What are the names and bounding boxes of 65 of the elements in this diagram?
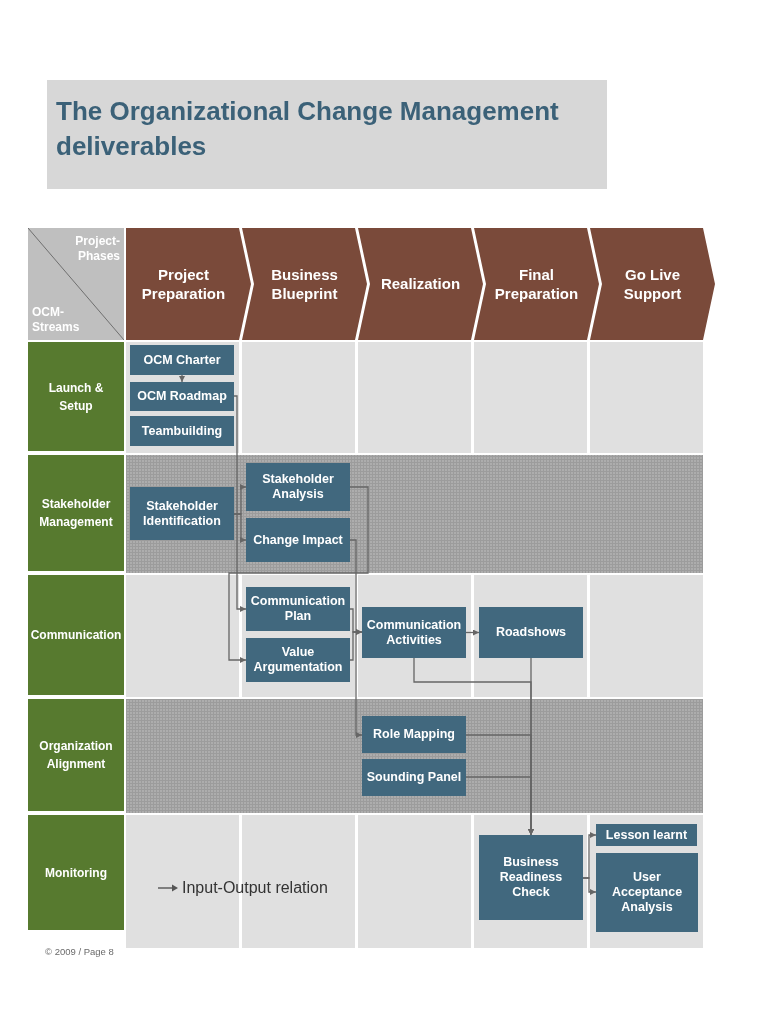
phase-header bbox=[358, 228, 483, 340]
phase-label: Go Live Support bbox=[622, 264, 683, 304]
deliverable-label: Business Readiness Check bbox=[498, 855, 564, 900]
connector-arrow bbox=[465, 776, 534, 836]
phase-header bbox=[474, 228, 599, 340]
stream-label: Launch & Setup bbox=[47, 379, 105, 415]
deliverable-box bbox=[246, 638, 350, 682]
stream-lane-header bbox=[28, 455, 124, 573]
deliverable-box bbox=[246, 518, 350, 562]
legend-label: Input-Output relation bbox=[182, 879, 328, 897]
deliverable-label: Lesson learnt bbox=[605, 827, 688, 843]
deliverable-label: User Acceptance Analysis bbox=[610, 870, 684, 915]
connector-arrow bbox=[233, 513, 247, 543]
deliverable-box bbox=[246, 463, 350, 511]
stream-lane-header bbox=[28, 815, 124, 932]
stream-label: Communication bbox=[30, 627, 122, 644]
deliverable-box bbox=[130, 345, 234, 375]
deliverable-label: Role Mapping bbox=[373, 727, 455, 742]
phase-label: Project Preparation bbox=[140, 264, 227, 304]
deliverable-label: Sounding Panel bbox=[366, 770, 462, 785]
deliverable-label: Value Argumentation bbox=[252, 645, 344, 675]
phase-label: Final Preparation bbox=[493, 264, 580, 304]
footer-note: © 2009 / Page 8 bbox=[45, 946, 114, 957]
phase-header bbox=[126, 228, 251, 340]
stream-lane-header bbox=[28, 342, 124, 453]
stream-lane-header bbox=[28, 575, 124, 697]
connector-arrow bbox=[582, 877, 597, 895]
deliverable-box bbox=[130, 416, 234, 446]
deliverable-box bbox=[596, 824, 697, 846]
phase-label: Business Blueprint bbox=[270, 264, 339, 304]
connector-arrow bbox=[233, 395, 247, 612]
connector-arrow bbox=[465, 629, 480, 636]
header-label: Project-Phases bbox=[74, 234, 120, 264]
deliverable-label: Teambuilding bbox=[141, 423, 223, 439]
deliverable-box bbox=[596, 853, 698, 932]
connector-arrow bbox=[228, 486, 369, 663]
deliverable-box bbox=[479, 607, 583, 658]
stream-lane-header bbox=[28, 699, 124, 813]
stream-label: Organization Alignment bbox=[38, 738, 114, 773]
deliverable-label: OCM Roadmap bbox=[137, 389, 227, 404]
diagram-title: The Organizational Change Management deliverables bbox=[56, 95, 560, 164]
deliverable-box bbox=[479, 835, 583, 920]
deliverable-label: OCM Charter bbox=[143, 352, 221, 368]
deliverable-label: Roadshows bbox=[495, 625, 567, 640]
deliverable-box bbox=[130, 487, 234, 540]
deliverable-box bbox=[362, 759, 466, 796]
deliverable-box bbox=[362, 716, 466, 753]
deliverable-label: Change Impact bbox=[253, 532, 343, 548]
deliverable-box bbox=[246, 587, 350, 631]
connector-arrow bbox=[179, 374, 185, 383]
deliverable-label: Stakeholder Analysis bbox=[261, 472, 335, 502]
phase-label: Realization bbox=[380, 274, 461, 294]
deliverable-box bbox=[130, 382, 234, 411]
connector-arrow bbox=[349, 629, 363, 661]
connector-arrow bbox=[349, 539, 363, 738]
stream-label: Stakeholder Management bbox=[38, 496, 114, 531]
phase-header bbox=[242, 228, 367, 340]
stream-label: Monitoring bbox=[45, 864, 107, 882]
header-label: OCM-Streams bbox=[32, 305, 81, 335]
corner-header bbox=[28, 228, 124, 340]
deliverable-label: Communication Activities bbox=[365, 617, 463, 648]
deliverable-label: Communication Plan bbox=[249, 594, 347, 624]
deliverable-box bbox=[362, 607, 466, 658]
phase-header bbox=[590, 228, 715, 340]
deliverable-label: Stakeholder Identification bbox=[142, 498, 222, 529]
